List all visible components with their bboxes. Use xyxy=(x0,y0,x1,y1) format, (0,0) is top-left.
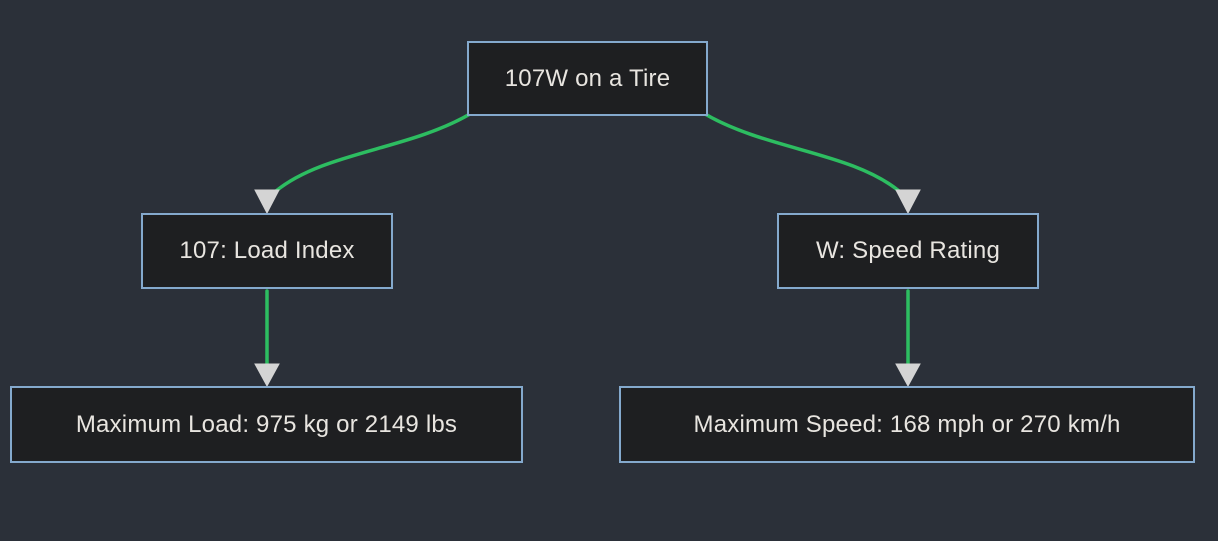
node-label: Maximum Speed: 168 mph or 270 km/h xyxy=(693,410,1121,438)
node-label: Maximum Load: 975 kg or 2149 lbs xyxy=(75,410,458,438)
node-label: 107W on a Tire xyxy=(504,64,671,92)
node-label: 107: Load Index xyxy=(179,237,355,264)
arrowhead-down-icon xyxy=(254,363,280,388)
arrowhead-down-icon xyxy=(895,189,921,215)
node-root-107w-on-a-tire: 107W on a Tire xyxy=(467,41,708,116)
edge-root-to-load-index xyxy=(254,112,472,215)
node-max-load: Maximum Load: 975 kg or 2149 lbs xyxy=(10,386,523,463)
node-load-index: 107: Load Index xyxy=(141,213,393,289)
node-speed-rating: W: Speed Rating xyxy=(777,213,1039,289)
edge-root-to-speed-rating xyxy=(703,112,921,215)
edge-load-index-to-max-load xyxy=(254,289,280,388)
node-max-speed: Maximum Speed: 168 mph or 270 km/h xyxy=(619,386,1195,463)
arrowhead-down-icon xyxy=(895,363,921,388)
arrowhead-down-icon xyxy=(254,189,280,215)
edge-speed-rating-to-max-speed xyxy=(895,289,921,388)
node-label: W: Speed Rating xyxy=(816,237,1000,264)
